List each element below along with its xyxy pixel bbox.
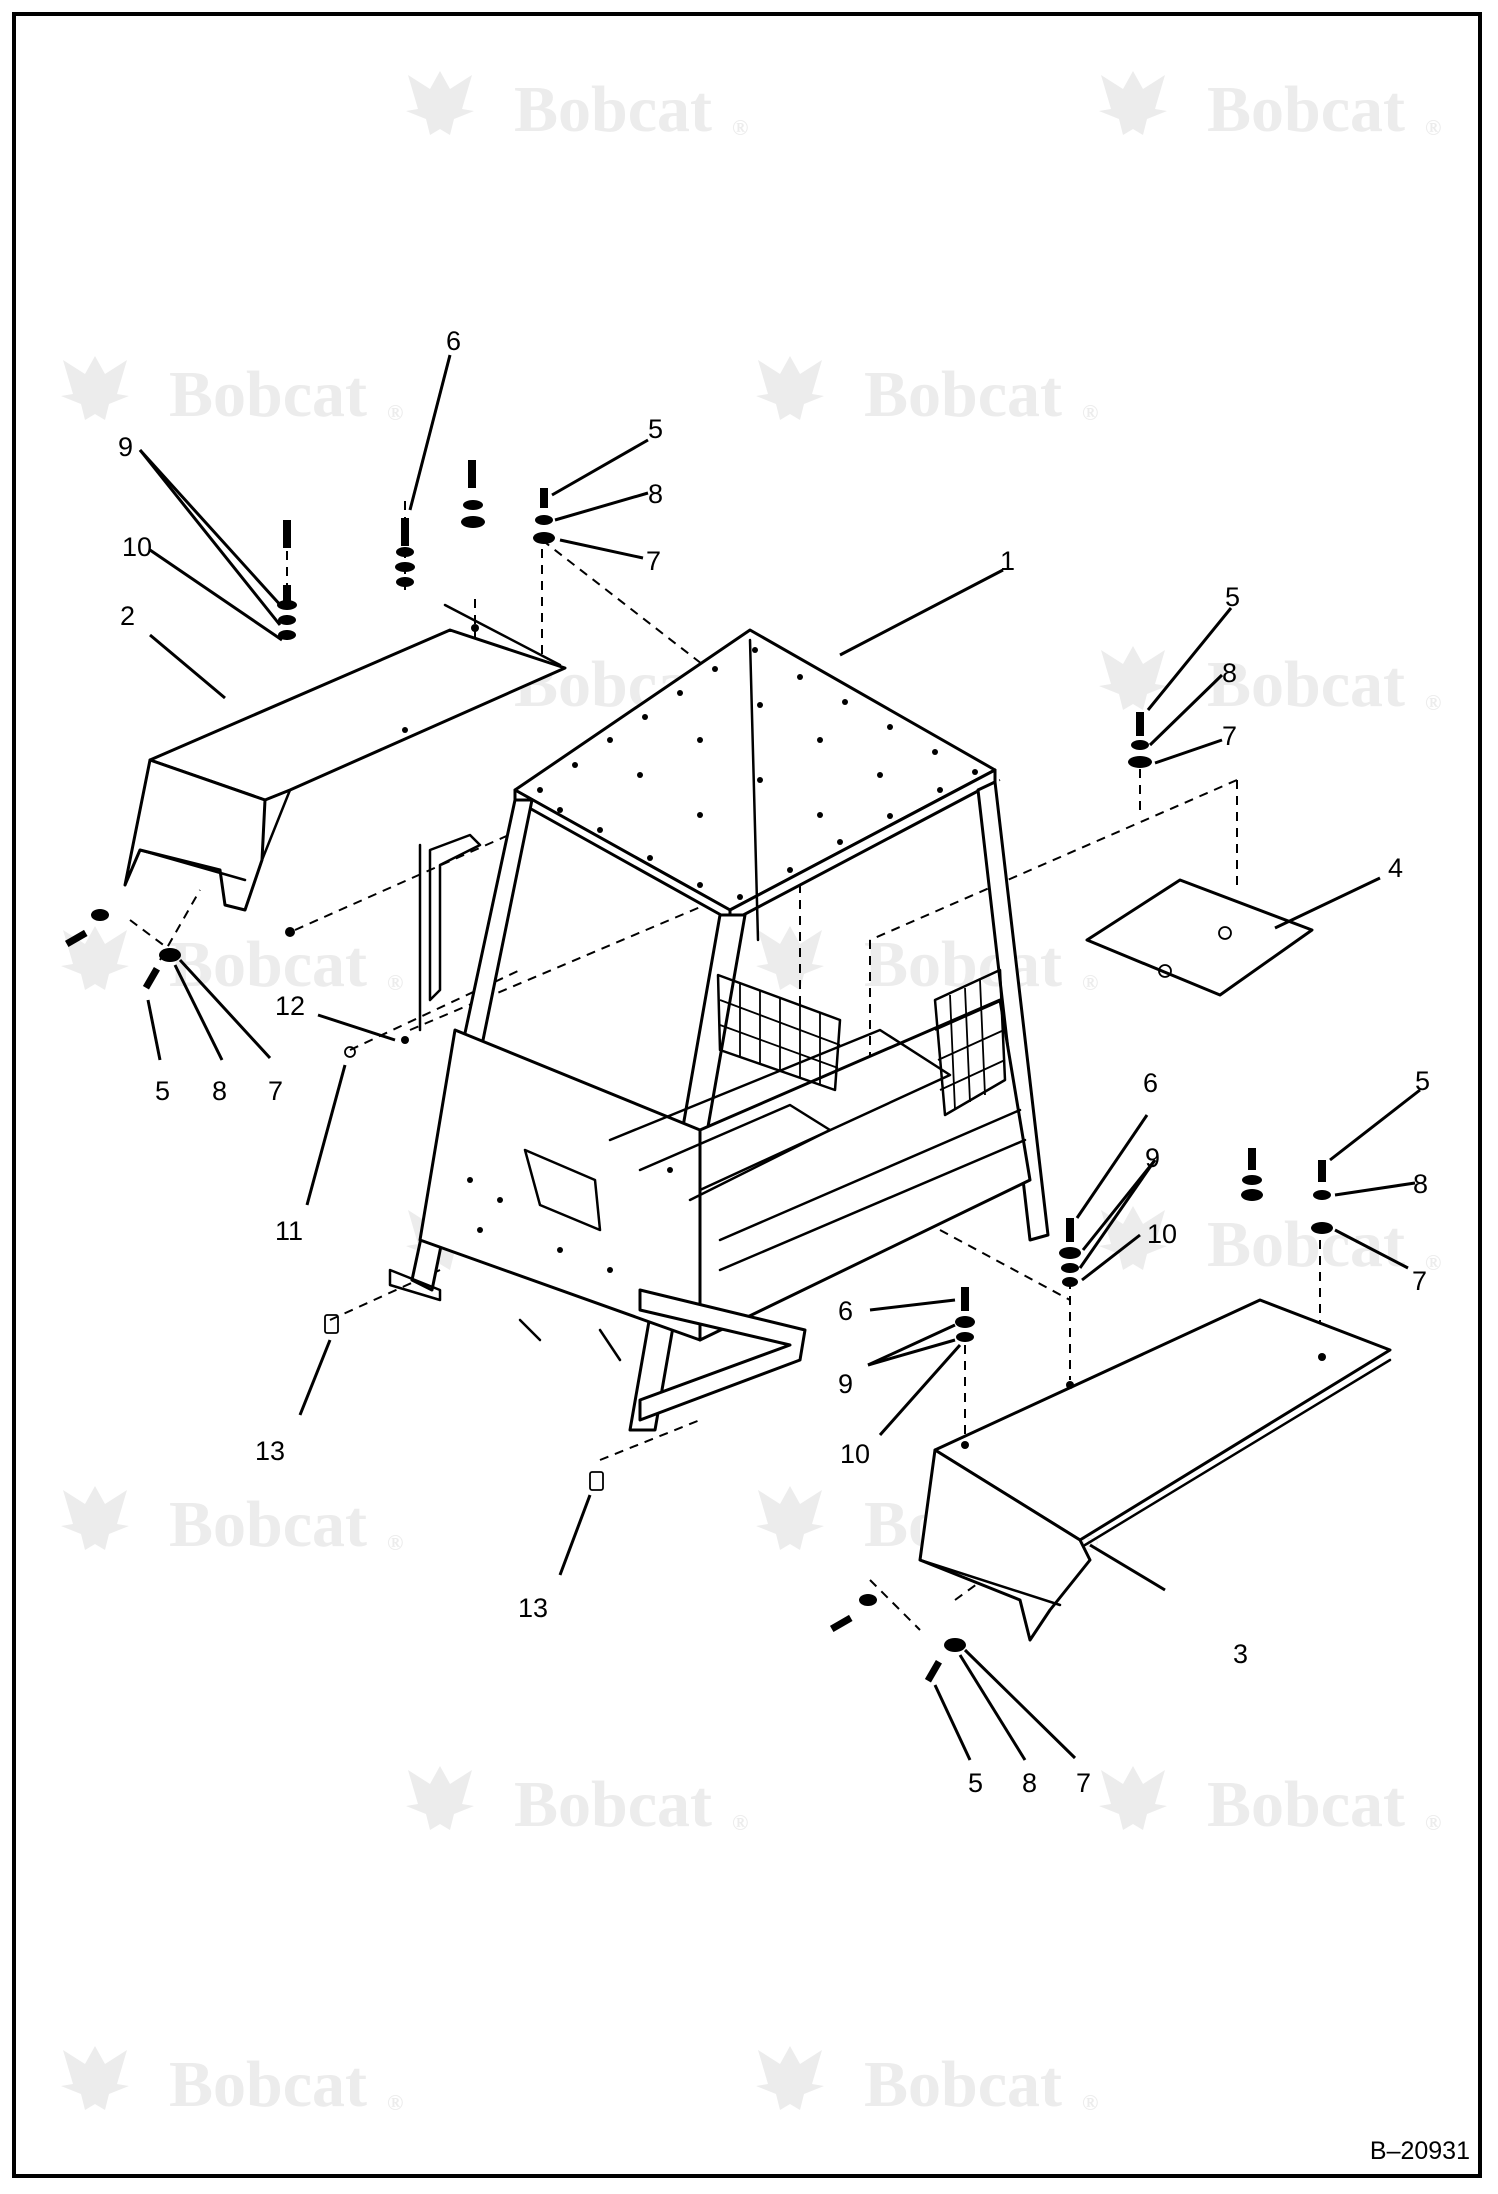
watermark-text: Bobcat xyxy=(864,358,1062,431)
drawing-border xyxy=(12,12,1482,2178)
bobcat-logo-icon xyxy=(756,2046,824,2110)
callout-8: 8 xyxy=(1022,1768,1037,1798)
watermark-text: Bobcat xyxy=(1207,73,1405,146)
callout-5: 5 xyxy=(155,1076,170,1106)
bobcat-logo-icon xyxy=(756,1486,824,1550)
watermark-registered-mark: ® xyxy=(1425,115,1441,140)
callout-8: 8 xyxy=(648,479,663,509)
watermark: Bobcat ® xyxy=(1099,646,1441,721)
bobcat-logo-icon xyxy=(756,356,824,420)
callout-8: 8 xyxy=(1413,1169,1428,1199)
callout-12: 12 xyxy=(275,991,305,1021)
callout-6: 6 xyxy=(446,326,461,356)
callout-5: 5 xyxy=(648,414,663,444)
callout-labels: 1 2 3 4 6 9 10 5 8 7 5 8 7 5 8 7 12 11 1… xyxy=(118,326,1430,1798)
watermark: Bobcat ® xyxy=(1099,1766,1441,1841)
bobcat-logo-icon xyxy=(61,926,129,990)
callout-7: 7 xyxy=(1222,721,1237,751)
drawing-number: B–20931 xyxy=(1369,2137,1470,2165)
callout-9: 9 xyxy=(1145,1143,1160,1173)
callout-13: 13 xyxy=(255,1436,285,1466)
cover-plate-part-4 xyxy=(1085,878,1314,997)
callout-9: 9 xyxy=(838,1369,853,1399)
watermark-registered-mark: ® xyxy=(1082,2090,1098,2115)
watermark-text: Bobcat xyxy=(514,73,712,146)
watermark: Bobcat ® xyxy=(406,1766,748,1841)
watermark: Bobcat ® xyxy=(61,1486,403,1561)
watermark: Bobcat ® xyxy=(61,356,403,431)
watermark-text: Bobcat xyxy=(169,928,367,1001)
callout-7: 7 xyxy=(1412,1266,1427,1296)
watermark-text: Bobcat xyxy=(1207,1208,1405,1281)
watermark: Bobcat ® xyxy=(756,356,1098,431)
watermark-registered-mark: ® xyxy=(387,1530,403,1555)
watermark-registered-mark: ® xyxy=(387,2090,403,2115)
callout-6: 6 xyxy=(1143,1068,1158,1098)
watermark: Bobcat ® xyxy=(406,71,748,146)
watermark-text: Bobcat xyxy=(169,2048,367,2121)
watermark-text: Bobcat xyxy=(864,2048,1062,2121)
watermark-registered-mark: ® xyxy=(732,115,748,140)
leader-lines xyxy=(138,354,1421,1761)
watermark: Bobcat ® xyxy=(756,926,1098,1001)
watermark-registered-mark: ® xyxy=(1425,1810,1441,1835)
watermark-registered-mark: ® xyxy=(1425,1250,1441,1275)
left-fender-part-2 xyxy=(123,603,567,912)
watermark-registered-mark: ® xyxy=(1082,970,1098,995)
callout-7: 7 xyxy=(646,546,661,576)
callout-3: 3 xyxy=(1233,1639,1248,1669)
watermark-registered-mark: ® xyxy=(1425,690,1441,715)
callout-8: 8 xyxy=(212,1076,227,1106)
watermark: Bobcat ® xyxy=(61,926,403,1001)
watermark-registered-mark: ® xyxy=(732,1810,748,1835)
callout-10: 10 xyxy=(1147,1219,1177,1249)
watermark-text: Bobcat xyxy=(1207,1768,1405,1841)
bobcat-logo-icon xyxy=(61,356,129,420)
bobcat-logo-icon xyxy=(406,1766,474,1830)
callout-6: 6 xyxy=(838,1296,853,1326)
watermark-text: Bobcat xyxy=(1207,648,1405,721)
hardware xyxy=(64,460,1333,1683)
watermark: Bobcat ® xyxy=(1099,1206,1441,1281)
callout-5: 5 xyxy=(1415,1066,1430,1096)
callout-8: 8 xyxy=(1222,658,1237,688)
watermark: Bobcat ® xyxy=(756,2046,1098,2121)
watermark: Bobcat ® xyxy=(61,2046,403,2121)
callout-7: 7 xyxy=(268,1076,283,1106)
right-fender-part-3 xyxy=(918,1298,1392,1642)
callout-13: 13 xyxy=(518,1593,548,1623)
callout-5: 5 xyxy=(968,1768,983,1798)
watermark-registered-mark: ® xyxy=(387,400,403,425)
bobcat-logo-icon xyxy=(61,1486,129,1550)
callout-9: 9 xyxy=(118,432,133,462)
callout-1: 1 xyxy=(1000,546,1015,576)
bobcat-logo-icon xyxy=(756,926,824,990)
bobcat-logo-icon xyxy=(1099,71,1167,135)
watermark-registered-mark: ® xyxy=(1082,400,1098,425)
watermark: Bobcat ® xyxy=(1099,71,1441,146)
watermark-text: Bobcat xyxy=(864,928,1062,1001)
callout-5: 5 xyxy=(1225,582,1240,612)
watermark-registered-mark: ® xyxy=(387,970,403,995)
callout-2: 2 xyxy=(120,601,135,631)
bobcat-logo-icon xyxy=(61,2046,129,2110)
callout-10: 10 xyxy=(122,532,152,562)
watermark-text: Bobcat xyxy=(169,358,367,431)
rops-frame-part-1 xyxy=(388,628,1050,1432)
callout-7: 7 xyxy=(1076,1768,1091,1798)
bobcat-logo-icon xyxy=(406,71,474,135)
callout-4: 4 xyxy=(1388,853,1403,883)
callout-11: 11 xyxy=(275,1216,303,1246)
bobcat-logo-icon xyxy=(1099,1766,1167,1830)
watermark-text: Bobcat xyxy=(514,1768,712,1841)
watermark-text: Bobcat xyxy=(169,1488,367,1561)
callout-10: 10 xyxy=(840,1439,870,1469)
